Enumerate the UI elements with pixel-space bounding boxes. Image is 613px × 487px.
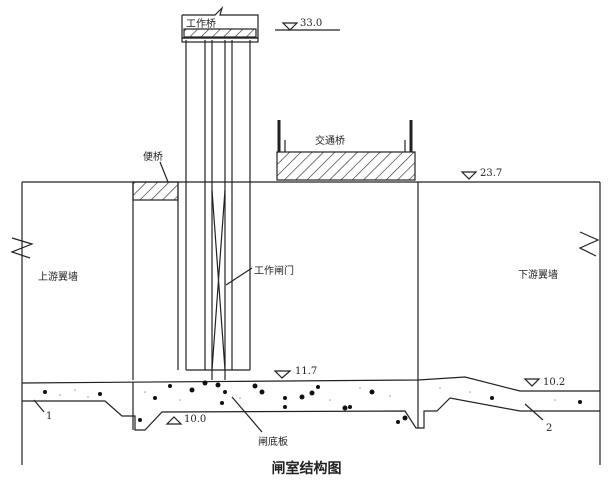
- work-bridge-outline: [181, 5, 259, 39]
- elevation-floor-bottom: 10.0: [184, 414, 207, 425]
- elevation-downstream: 10.2: [543, 377, 566, 388]
- elevation-floor-top: 11.7: [295, 366, 318, 377]
- elevation-triangle: [281, 22, 299, 31]
- work-gate-label: 工作闸门: [254, 266, 294, 277]
- service-bridge-slab: [132, 181, 179, 201]
- aggregate-dots: [43, 380, 582, 424]
- work-bridge-slab: [183, 28, 257, 38]
- slab-bottom: [22, 397, 600, 431]
- slab-top: [21, 376, 600, 392]
- break-mark-right: [578, 231, 600, 257]
- mark-2: 2: [546, 423, 553, 434]
- elevation-triangle: [460, 171, 478, 180]
- traffic-bridge-label: 交通桥: [315, 136, 345, 147]
- figure-caption: 闸室结构图: [271, 461, 342, 477]
- sand-dots: [59, 387, 556, 401]
- gate-floor-label: 闸底板: [258, 437, 288, 448]
- elevation-top: 33.0: [300, 18, 323, 29]
- work-bridge-label: 工作桥: [186, 19, 216, 30]
- traffic-bridge-slab: [276, 151, 416, 181]
- downstream-wingwall-label: 下游翼墙: [518, 270, 558, 281]
- break-mark-left: [10, 237, 34, 259]
- mark-1: 1: [46, 411, 53, 422]
- elevation-triangle: [165, 416, 183, 425]
- service-bridge-label: 便桥: [143, 152, 163, 163]
- elevation-ground: 23.7: [480, 168, 503, 179]
- upstream-wingwall-label: 上游翼墙: [38, 272, 78, 283]
- elevation-triangle: [523, 378, 541, 387]
- elevation-triangle: [273, 370, 292, 379]
